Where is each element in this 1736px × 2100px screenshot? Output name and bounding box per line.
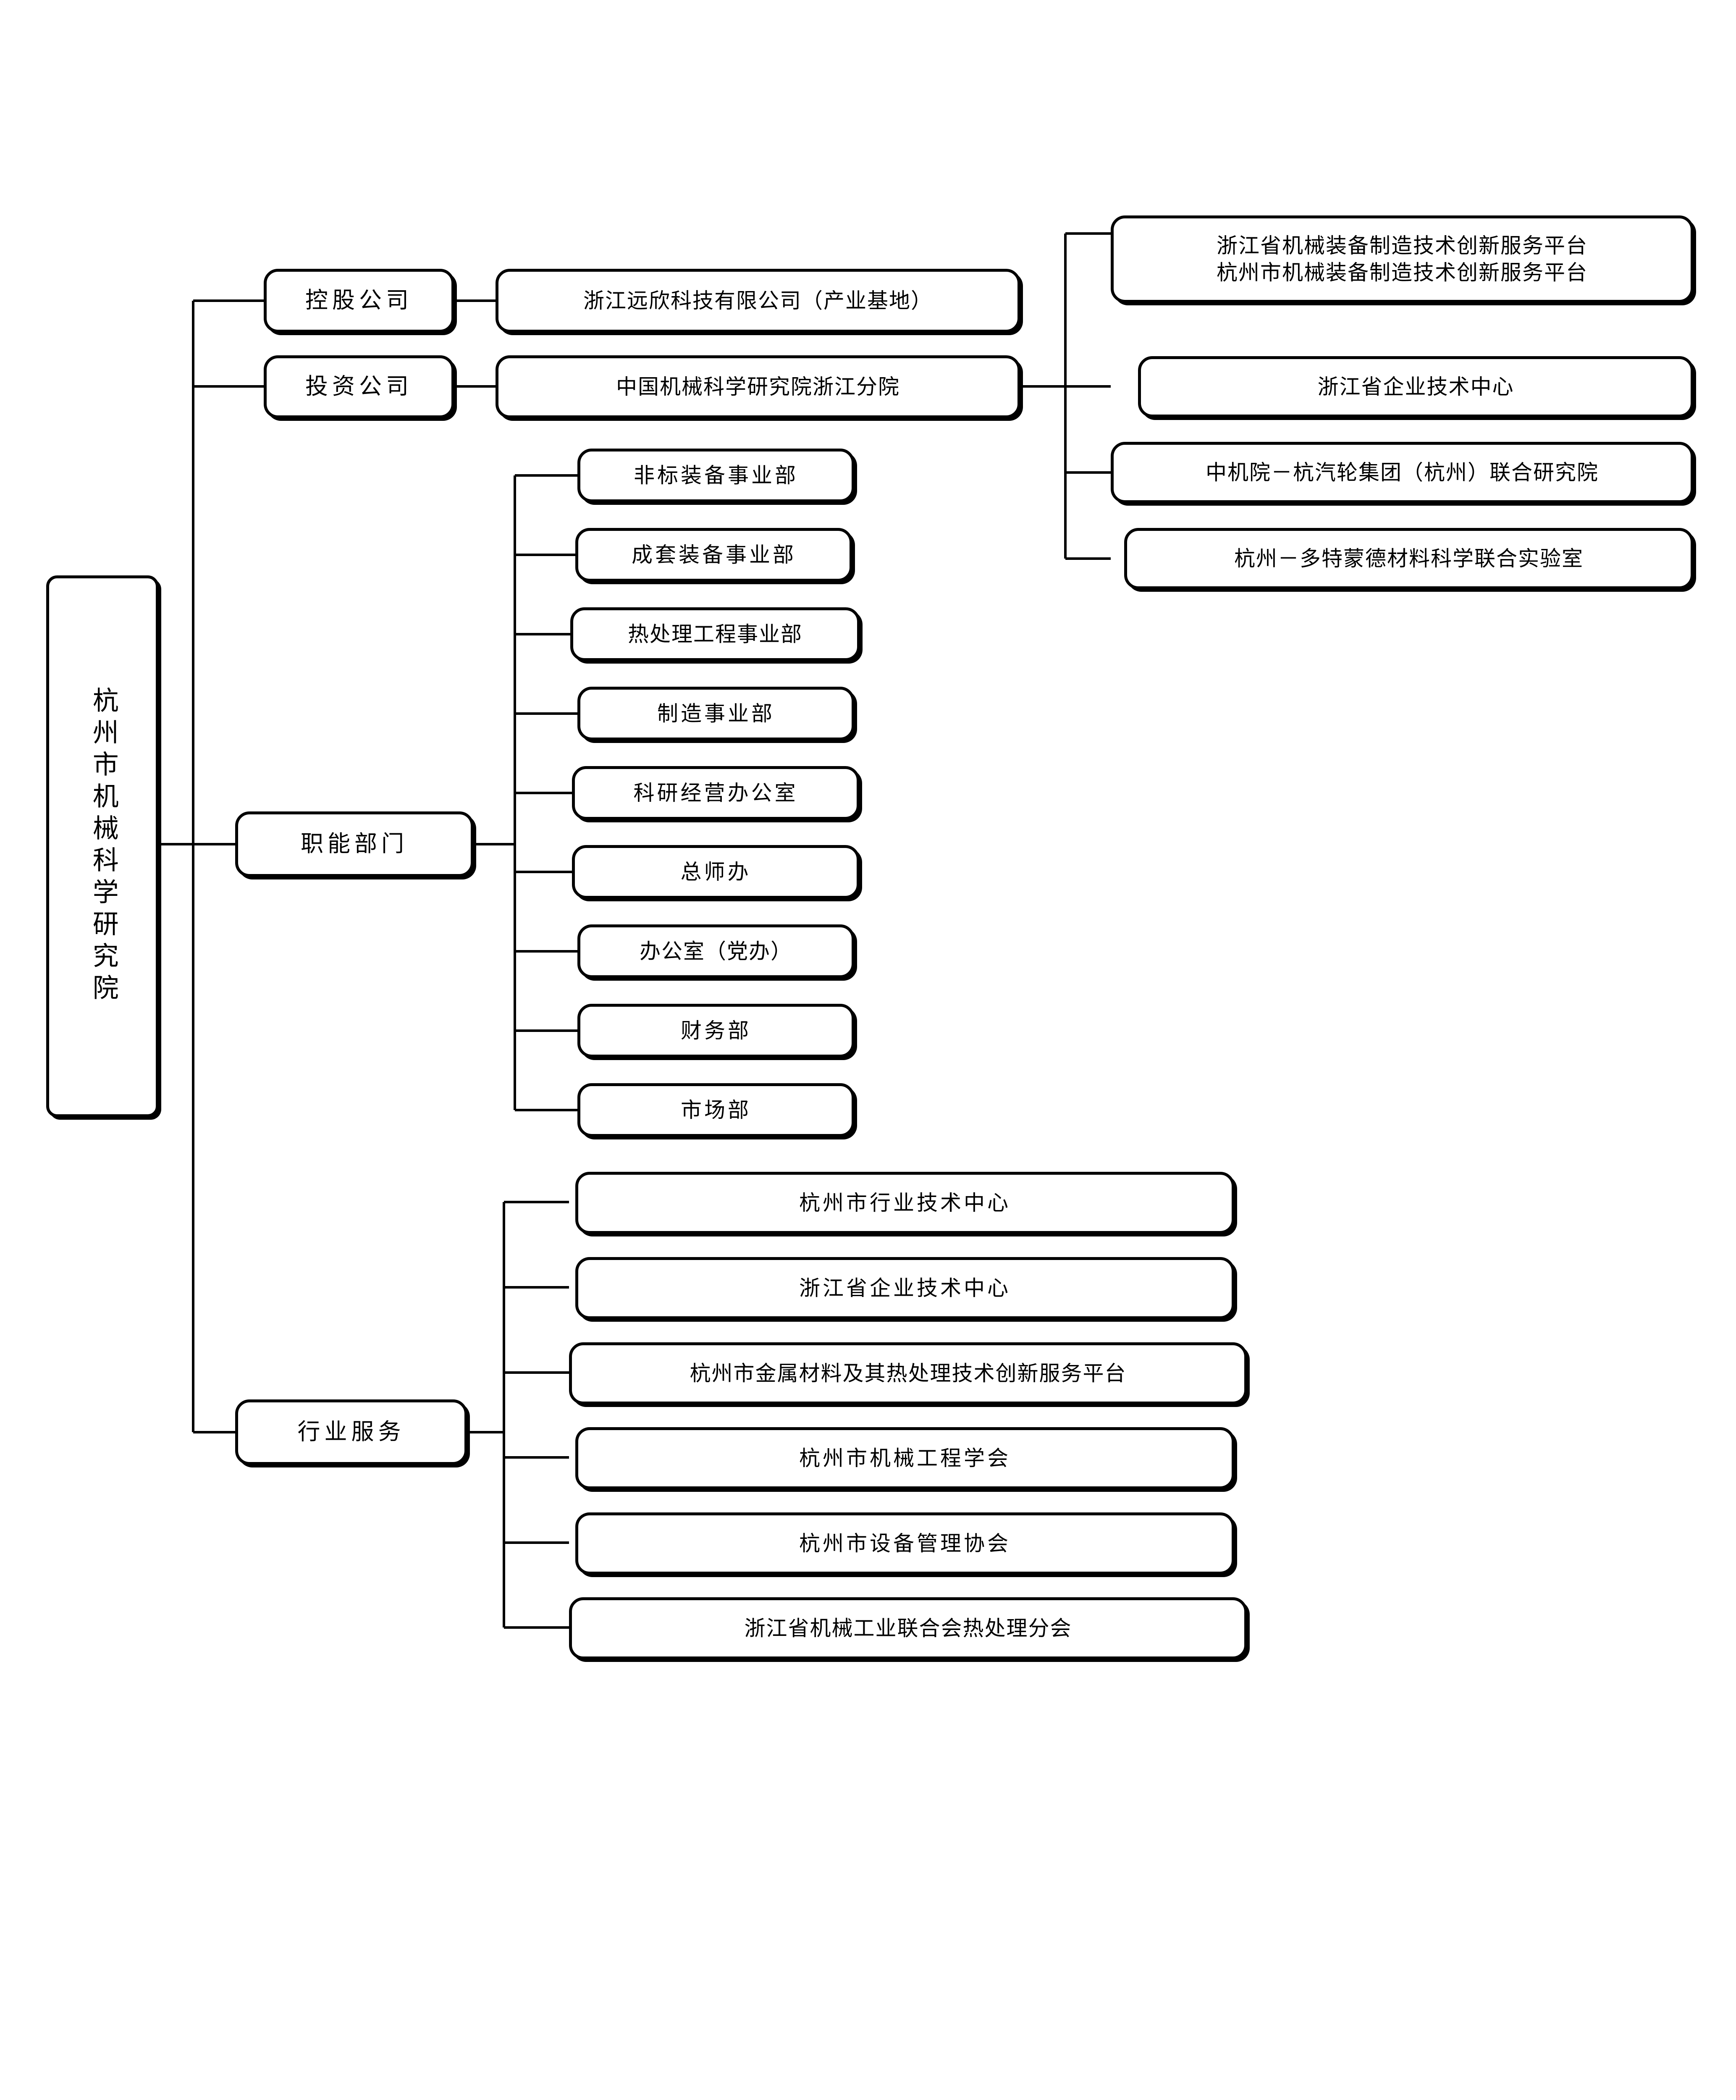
node-general-office-party-label: 办公室（党办） bbox=[640, 940, 792, 963]
node-mechanical-engineering-society-label: 杭州市机械工程学会 bbox=[799, 1446, 1011, 1470]
node-hangzhou-industry-tech-center-label: 杭州市行业技术中心 bbox=[799, 1191, 1011, 1215]
node-innovation-service-platforms[interactable]: 浙江省机械装备制造技术创新服务平台 杭州市机械装备制造技术创新服务平台 bbox=[1111, 215, 1694, 303]
branch-industry-label: 行业服务 bbox=[297, 1419, 405, 1445]
branch-node-functional-departments[interactable]: 职能部门 bbox=[235, 811, 474, 877]
node-zhejiang-enterprise-tech-center-right-label: 浙江省企业技术中心 bbox=[1317, 375, 1514, 399]
node-complete-set-equipment-division[interactable]: 成套装备事业部 bbox=[575, 528, 852, 582]
node-complete-set-equipment-division-label: 成套装备事业部 bbox=[632, 543, 796, 567]
node-yuanxin-technology[interactable]: 浙江远欣科技有限公司（产业基地） bbox=[496, 269, 1020, 333]
node-equipment-management-association-label: 杭州市设备管理协会 bbox=[799, 1532, 1011, 1555]
node-finance-department[interactable]: 财务部 bbox=[577, 1004, 855, 1058]
node-equipment-management-association[interactable]: 杭州市设备管理协会 bbox=[575, 1512, 1235, 1575]
node-chief-engineer-office-label: 总师办 bbox=[680, 860, 751, 884]
root-node[interactable]: 杭州市机械科学研究院 bbox=[46, 575, 159, 1117]
node-mechanical-engineering-society[interactable]: 杭州市机械工程学会 bbox=[575, 1427, 1235, 1489]
node-finance-department-label: 财务部 bbox=[681, 1019, 751, 1042]
node-marketing-department[interactable]: 市场部 bbox=[577, 1083, 855, 1137]
node-zhejiang-enterprise-tech-center-label: 浙江省企业技术中心 bbox=[799, 1276, 1011, 1300]
node-heat-treatment-engineering-division-label: 热处理工程事业部 bbox=[628, 622, 802, 646]
node-research-operations-office-label: 科研经营办公室 bbox=[633, 781, 798, 805]
node-zhejiang-enterprise-tech-center[interactable]: 浙江省企业技术中心 bbox=[575, 1257, 1235, 1319]
node-nonstandard-equipment-division-label: 非标装备事业部 bbox=[634, 464, 798, 487]
node-dortmund-joint-lab[interactable]: 杭州－多特蒙德材料科学联合实验室 bbox=[1124, 528, 1694, 589]
branch-node-industry-services[interactable]: 行业服务 bbox=[235, 1399, 467, 1465]
node-metal-materials-platform-label: 杭州市金属材料及其热处理技术创新服务平台 bbox=[690, 1362, 1127, 1385]
node-heat-treatment-engineering-division[interactable]: 热处理工程事业部 bbox=[570, 607, 860, 661]
node-research-operations-office[interactable]: 科研经营办公室 bbox=[572, 766, 860, 820]
node-joint-research-institute-label: 中机院－杭汽轮集团（杭州）联合研究院 bbox=[1206, 461, 1599, 484]
node-general-office-party[interactable]: 办公室（党办） bbox=[577, 924, 855, 978]
branch-node-holding[interactable]: 控股公司 bbox=[264, 269, 454, 333]
node-manufacturing-division[interactable]: 制造事业部 bbox=[577, 687, 855, 740]
node-yuanxin-technology-label: 浙江远欣科技有限公司（产业基地） bbox=[583, 289, 933, 312]
branch-functional-label: 职能部门 bbox=[301, 831, 408, 857]
node-innovation-service-platforms-label: 浙江省机械装备制造技术创新服务平台 杭州市机械装备制造技术创新服务平台 bbox=[1217, 234, 1588, 284]
branch-node-investment[interactable]: 投资公司 bbox=[264, 355, 454, 418]
node-marketing-department-label: 市场部 bbox=[681, 1098, 751, 1122]
branch-holding-label: 控股公司 bbox=[305, 288, 413, 313]
node-nonstandard-equipment-division[interactable]: 非标装备事业部 bbox=[577, 449, 855, 502]
node-hangzhou-industry-tech-center[interactable]: 杭州市行业技术中心 bbox=[575, 1172, 1235, 1234]
branch-investment-label: 投资公司 bbox=[305, 374, 413, 399]
node-heat-treatment-sub-association[interactable]: 浙江省机械工业联合会热处理分会 bbox=[569, 1597, 1247, 1659]
node-chief-engineer-office[interactable]: 总师办 bbox=[572, 845, 860, 899]
node-dortmund-joint-lab-label: 杭州－多特蒙德材料科学联合实验室 bbox=[1234, 547, 1584, 570]
root-node-label: 杭州市机械科学研究院 bbox=[88, 687, 117, 1006]
node-zhejiang-enterprise-tech-center-right[interactable]: 浙江省企业技术中心 bbox=[1138, 356, 1694, 417]
node-joint-research-institute[interactable]: 中机院－杭汽轮集团（杭州）联合研究院 bbox=[1111, 442, 1694, 503]
node-metal-materials-platform[interactable]: 杭州市金属材料及其热处理技术创新服务平台 bbox=[569, 1342, 1247, 1404]
node-zhejiang-branch-institute[interactable]: 中国机械科学研究院浙江分院 bbox=[496, 355, 1020, 418]
node-heat-treatment-sub-association-label: 浙江省机械工业联合会热处理分会 bbox=[744, 1617, 1072, 1640]
node-manufacturing-division-label: 制造事业部 bbox=[657, 702, 775, 725]
node-zhejiang-branch-institute-label: 中国机械科学研究院浙江分院 bbox=[616, 375, 900, 399]
